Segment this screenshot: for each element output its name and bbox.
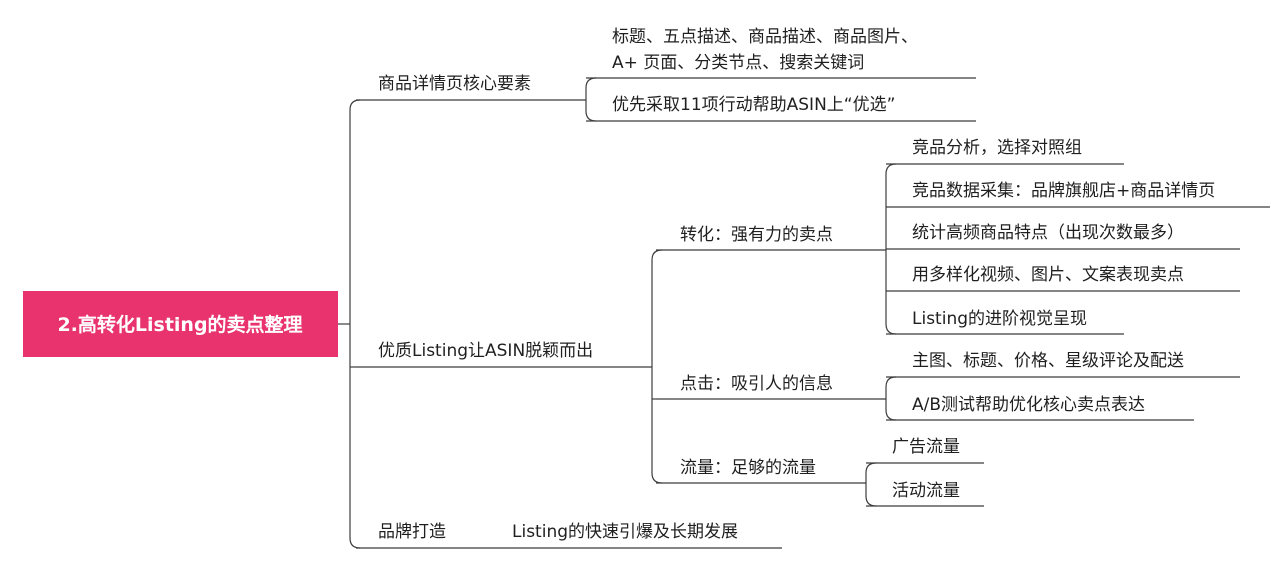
- sub-label: 流量：足够的流量: [680, 458, 816, 478]
- leaf-line: 竞品数据采集：品牌旗舰店+商品详情页: [912, 181, 1215, 201]
- leaf-main-image-info[interactable]: 主图、标题、价格、星级评论及配送: [886, 351, 1240, 378]
- leaf-competitor-analysis[interactable]: 竞品分析，选择对照组: [886, 138, 1124, 165]
- leaf-activity-traffic[interactable]: 活动流量: [866, 481, 984, 507]
- leaf-advanced-visual[interactable]: Listing的进阶视觉呈现: [886, 309, 1124, 335]
- branch-label: 优质Listing让ASIN脱颖而出: [378, 341, 593, 361]
- leaf-line: 用多样化视频、图片、文案表现卖点: [912, 265, 1184, 285]
- root-node[interactable]: 2.高转化Listing的卖点整理: [23, 291, 338, 357]
- leaf-line: 统计高频商品特点（出现次数最多）: [912, 223, 1184, 243]
- branch-brand-building[interactable]: 品牌打造: [356, 522, 490, 549]
- leaf-line: 竞品分析，选择对照组: [912, 138, 1082, 158]
- leaf-ad-traffic[interactable]: 广告流量: [866, 437, 984, 464]
- leaf-line: 标题、五点描述、商品描述、商品图片、: [612, 27, 918, 47]
- sub-conversion[interactable]: 转化：强有力的卖点: [656, 225, 886, 251]
- leaf-line: 主图、标题、价格、星级评论及配送: [912, 351, 1184, 371]
- branch-product-detail[interactable]: 商品详情页核心要素: [356, 74, 586, 101]
- connector-root-spine: [349, 99, 361, 549]
- leaf-line: 活动流量: [892, 481, 960, 501]
- connector-quality: [651, 249, 663, 484]
- leaf-line: 优先采取11项行动帮助ASIN上“优选”: [612, 95, 895, 115]
- branch-label: 品牌打造: [378, 522, 446, 542]
- sub-label: 转化：强有力的卖点: [680, 225, 833, 245]
- leaf-feature-stats[interactable]: 统计高频商品特点（出现次数最多）: [886, 223, 1240, 250]
- leaf-priority-actions[interactable]: 优先采取11项行动帮助ASIN上“优选”: [586, 95, 976, 122]
- root-node-label: 2.高转化Listing的卖点整理: [57, 313, 302, 336]
- leaf-line: Listing的进阶视觉呈现: [912, 309, 1087, 329]
- leaf-ab-test[interactable]: A/B测试帮助优化核心卖点表达: [886, 395, 1194, 421]
- sub-traffic[interactable]: 流量：足够的流量: [656, 458, 866, 484]
- branch-quality-listing[interactable]: 优质Listing让ASIN脱颖而出: [356, 341, 652, 368]
- sub-click[interactable]: 点击：吸引人的信息: [656, 374, 886, 400]
- root-node-box: [23, 291, 338, 357]
- leaf-line: A/B测试帮助优化核心卖点表达: [912, 395, 1145, 415]
- leaf-line: 广告流量: [892, 437, 960, 457]
- branch-label: 商品详情页核心要素: [378, 74, 531, 94]
- leaf-listing-growth[interactable]: Listing的快速引爆及长期发展: [490, 522, 782, 549]
- leaf-media-selling[interactable]: 用多样化视频、图片、文案表现卖点: [886, 265, 1240, 292]
- leaf-line: A+ 页面、分类节点、搜索关键词: [612, 53, 864, 73]
- leaf-line: Listing的快速引爆及长期发展: [512, 522, 738, 542]
- leaf-detail-elements[interactable]: 标题、五点描述、商品描述、商品图片、 A+ 页面、分类节点、搜索关键词: [586, 27, 976, 79]
- connector-click: [885, 376, 897, 421]
- sub-label: 点击：吸引人的信息: [680, 374, 833, 394]
- leaf-competitor-data[interactable]: 竞品数据采集：品牌旗舰店+商品详情页: [886, 181, 1270, 208]
- connector-detail: [585, 77, 597, 122]
- connector-traffic: [865, 462, 877, 507]
